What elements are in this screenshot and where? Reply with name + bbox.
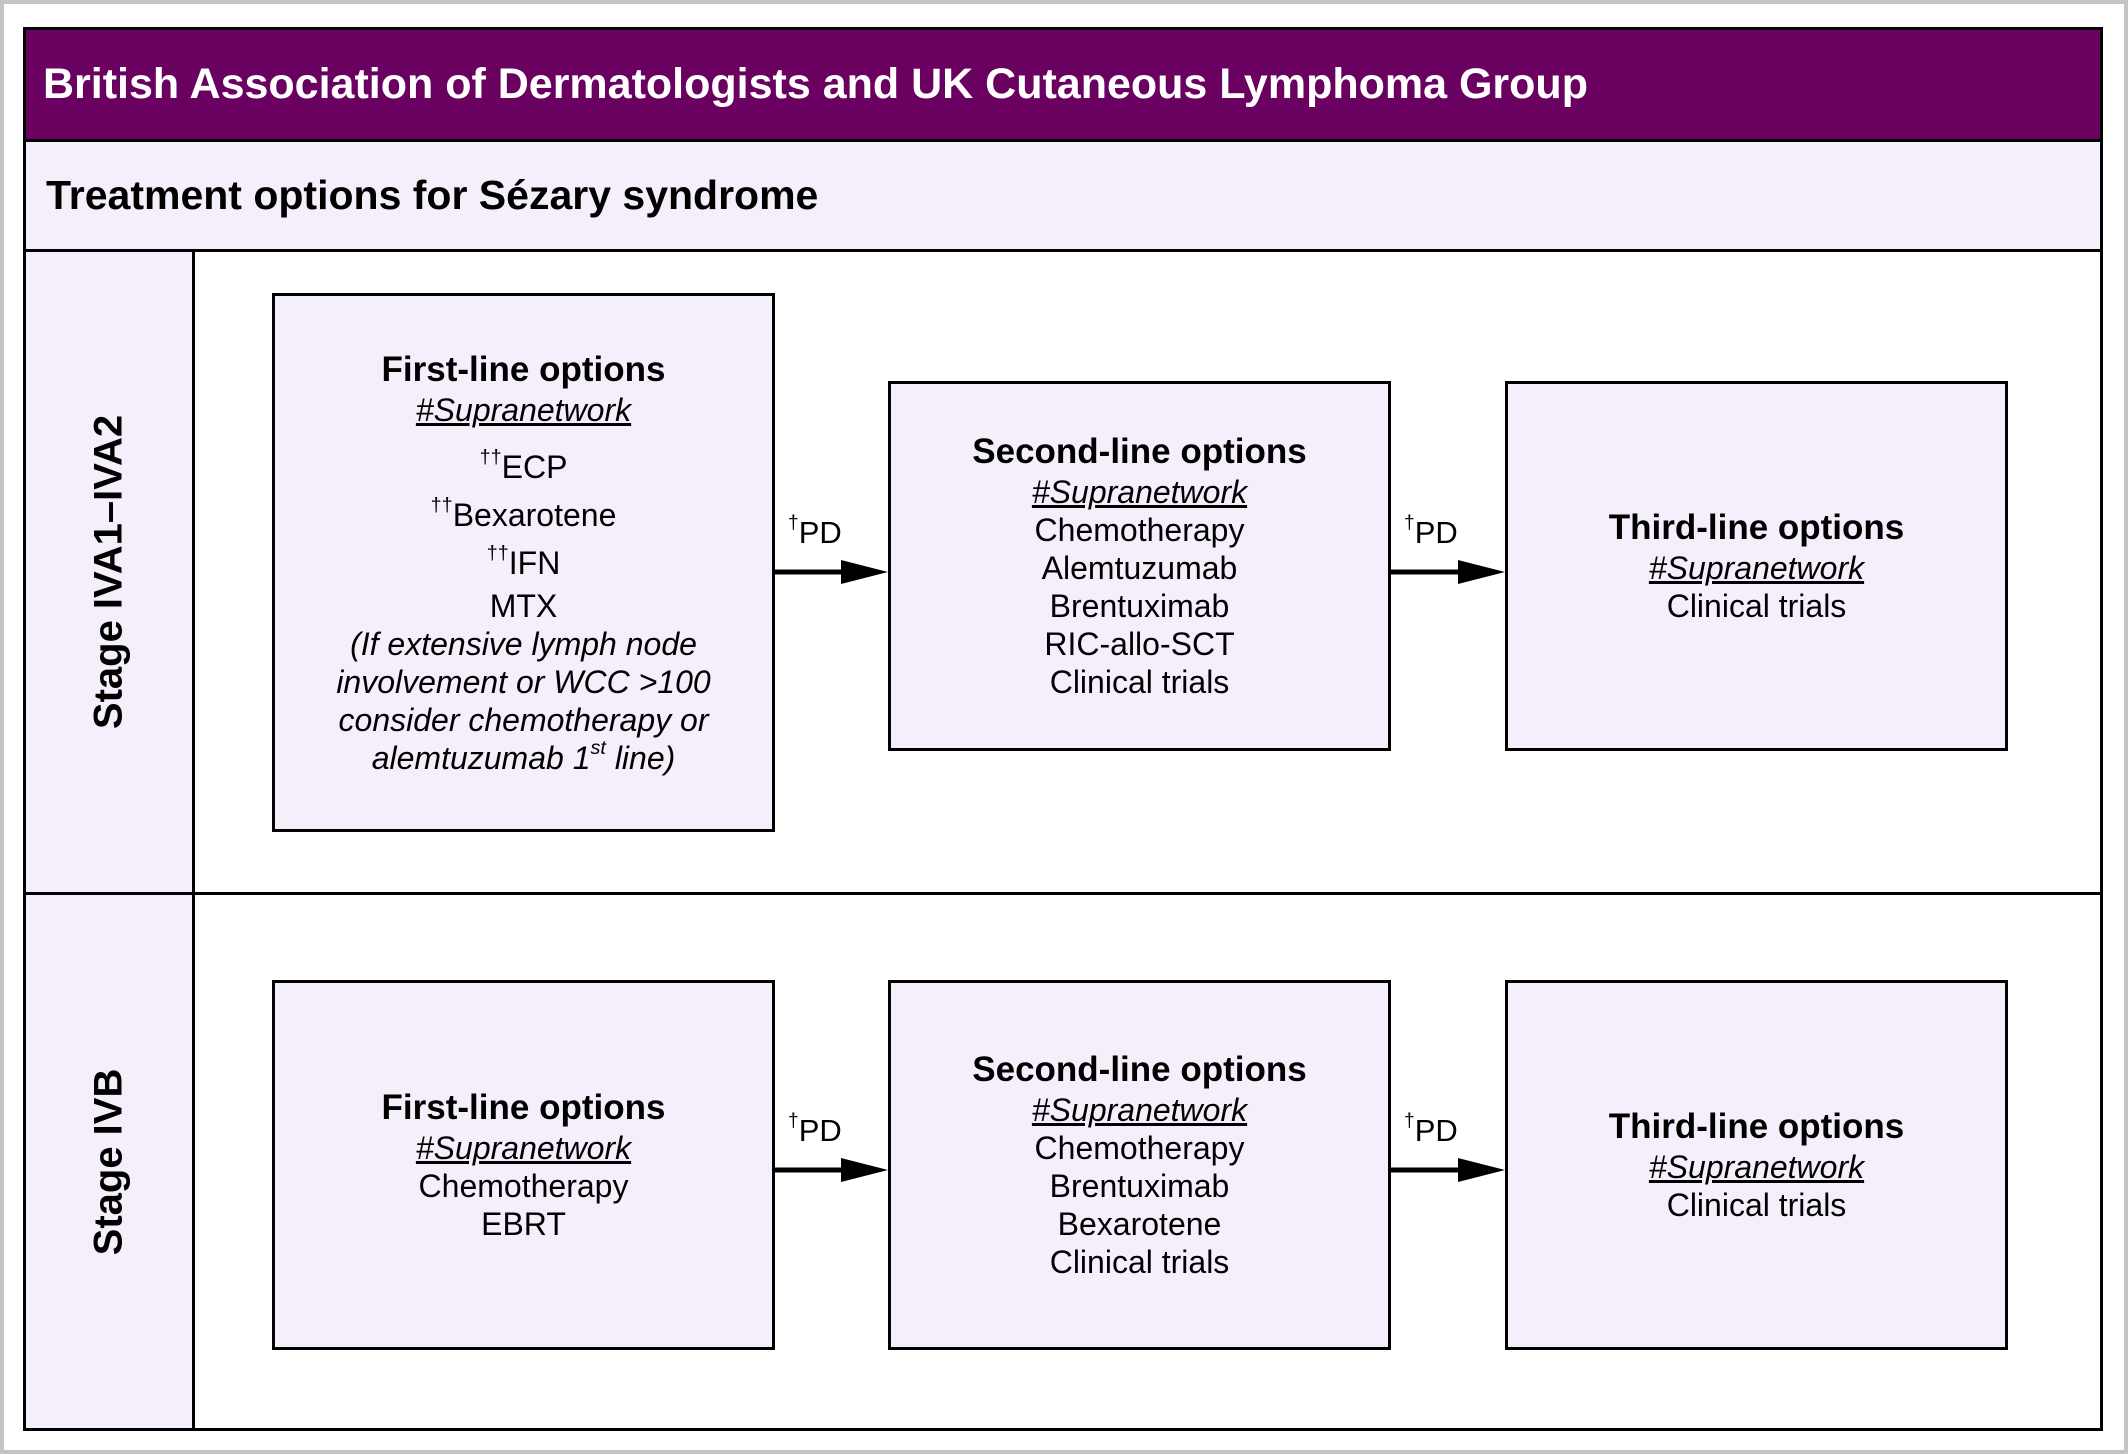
iva-arrow2-label: †PD	[1404, 512, 1458, 550]
subheader-banner: Treatment options for Sézary syndrome	[26, 142, 2100, 252]
row-divider	[26, 892, 2100, 895]
iva-arrow-second-to-third	[1391, 560, 1505, 584]
iva-first-line-title: First-line options	[381, 349, 666, 389]
iva-second-line-item: Clinical trials	[1049, 664, 1230, 700]
subheader-title: Treatment options for Sézary syndrome	[46, 172, 819, 218]
iva-second-line-item: RIC-allo-SCT	[1044, 626, 1235, 662]
ivb-third-line-box: Third-line options #Supranetwork Clinica…	[1505, 980, 2008, 1350]
dagger-mark: †	[1404, 1110, 1415, 1132]
iva-second-line-item: Brentuximab	[1049, 588, 1230, 624]
ivb-second-line-item: Clinical trials	[1049, 1244, 1230, 1280]
stage-ivb-label: Stage IVB	[86, 1068, 131, 1255]
double-dagger-mark: ††	[479, 445, 502, 468]
iva-arrow-first-to-second	[775, 560, 888, 584]
iva-third-line-box: Third-line options #Supranetwork Clinica…	[1505, 381, 2008, 751]
stage-iva-label: Stage IVA1–IVA2	[86, 414, 131, 730]
ivb-second-line-supranetwork: #Supranetwork	[1031, 1092, 1248, 1128]
ivb-third-line-title: Third-line options	[1608, 1107, 1905, 1146]
iva-first-line-item: ††IFN	[486, 541, 561, 581]
stage-iva-label-cell: Stage IVA1–IVA2	[26, 252, 195, 892]
iva-second-line-title: Second-line options	[972, 432, 1307, 471]
iva-third-line-title: Third-line options	[1608, 508, 1905, 547]
iva-second-line-item: Chemotherapy	[1034, 512, 1245, 548]
iva-first-line-item: MTX	[489, 587, 558, 624]
ivb-third-line-supranetwork: #Supranetwork	[1648, 1149, 1865, 1185]
ivb-second-line-box: Second-line options #Supranetwork Chemot…	[888, 980, 1391, 1350]
ivb-first-line-item: EBRT	[481, 1206, 566, 1242]
dagger-mark: †	[1404, 512, 1415, 534]
ivb-first-line-supranetwork: #Supranetwork	[415, 1130, 632, 1166]
iva-first-line-box: First-line options #Supranetwork ††ECP †…	[272, 293, 775, 832]
ivb-first-line-item: Chemotherapy	[418, 1168, 629, 1204]
stage-ivb-label-cell: Stage IVB	[26, 895, 195, 1428]
double-dagger-mark: ††	[486, 541, 509, 564]
iva-first-line-supranetwork: #Supranetwork	[415, 391, 632, 428]
ivb-first-line-title: First-line options	[381, 1088, 666, 1127]
header-title: British Association of Dermatologists an…	[43, 60, 1588, 108]
ivb-arrow-second-to-third	[1391, 1158, 1505, 1182]
ivb-second-line-item: Brentuximab	[1049, 1168, 1230, 1204]
ivb-arrow2-label: †PD	[1404, 1110, 1458, 1148]
ivb-second-line-title: Second-line options	[972, 1050, 1307, 1089]
ivb-third-line-item: Clinical trials	[1666, 1187, 1847, 1223]
ivb-arrow1-label: †PD	[788, 1110, 842, 1148]
iva-first-line-note: (If extensive lymph node involvement or …	[336, 625, 711, 776]
ivb-second-line-item: Chemotherapy	[1034, 1130, 1245, 1166]
treatment-diagram: British Association of Dermatologists an…	[23, 27, 2103, 1431]
iva-second-line-item: Alemtuzumab	[1041, 550, 1238, 586]
dagger-mark: †	[788, 512, 799, 534]
iva-first-line-item: ††Bexarotene	[430, 493, 617, 533]
dagger-mark: †	[788, 1110, 799, 1132]
iva-third-line-supranetwork: #Supranetwork	[1648, 550, 1865, 586]
ivb-first-line-box: First-line options #Supranetwork Chemoth…	[272, 980, 775, 1350]
iva-third-line-item: Clinical trials	[1666, 588, 1847, 624]
iva-arrow1-label: †PD	[788, 512, 842, 550]
double-dagger-mark: ††	[430, 493, 453, 516]
iva-first-line-item: ††ECP	[479, 445, 568, 485]
header-banner: British Association of Dermatologists an…	[26, 30, 2100, 142]
ivb-second-line-item: Bexarotene	[1057, 1206, 1222, 1242]
ivb-arrow-first-to-second	[775, 1158, 888, 1182]
iva-second-line-supranetwork: #Supranetwork	[1031, 474, 1248, 510]
iva-second-line-box: Second-line options #Supranetwork Chemot…	[888, 381, 1391, 751]
